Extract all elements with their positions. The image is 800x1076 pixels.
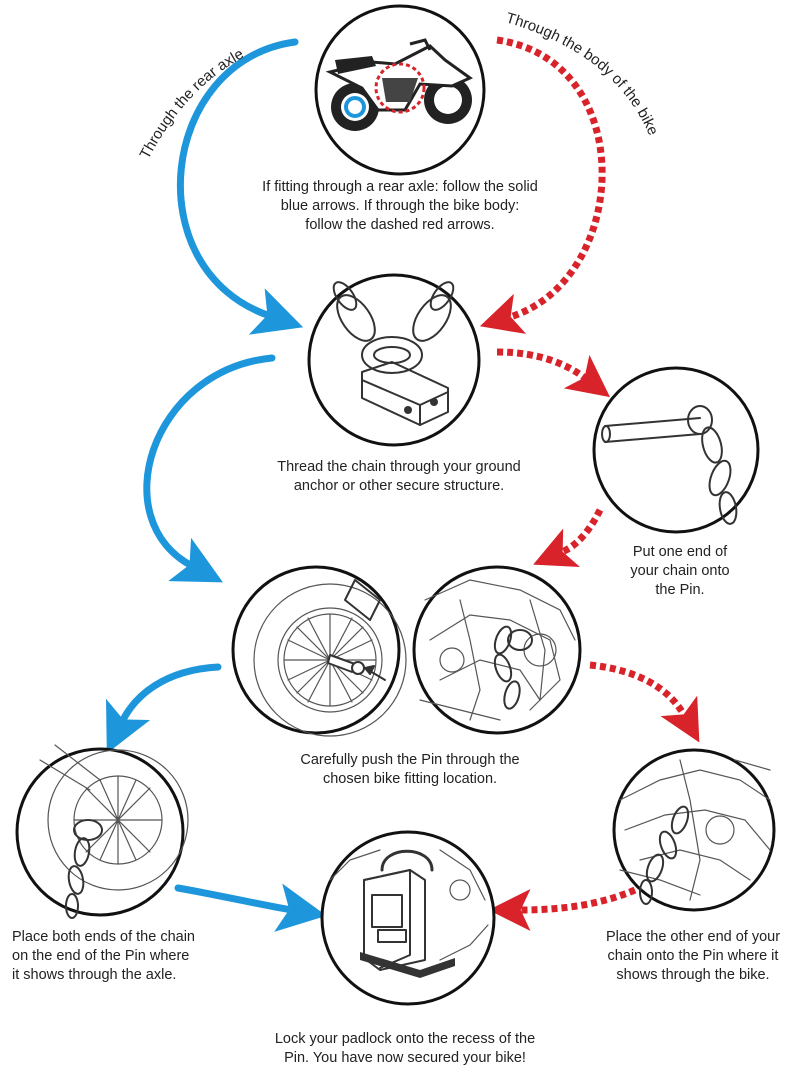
push-pin-caption: Carefully push the Pin through the chose…: [300, 752, 520, 787]
bike-body-label: Through the body of the bike: [504, 10, 662, 138]
pin-illustration: [592, 366, 760, 534]
blue-arrow-wheel-to-axle: [106, 663, 222, 754]
bike-body-marker: [374, 62, 426, 114]
pin-end-caption: Put one end of your chain onto the Pin.: [630, 544, 730, 598]
ground-anchor-illustration: [307, 273, 481, 447]
red-arrow-pin-to-fitting: [533, 508, 604, 568]
red-arrow-anchor-to-pin: [496, 348, 611, 398]
blue-arrow-intro-to-anchor: [177, 38, 304, 335]
blue-arrow-axle-to-lock: [174, 883, 327, 932]
red-arrow-intro-to-anchor: [479, 36, 606, 334]
intro-caption: If fitting through a rear axle: follow t…: [262, 179, 538, 233]
red-arrow-bike-to-lock: [488, 886, 637, 931]
motorcycle-illustration: [314, 4, 486, 176]
thread-chain-caption: Thread the chain through your ground anc…: [277, 459, 521, 494]
red-arrows: [479, 36, 700, 931]
both-ends-caption: Place both ends of the chain on the end …: [12, 929, 195, 983]
bike-other-end-illustration: [612, 748, 776, 912]
blue-arrows: [106, 38, 327, 932]
bike-fitting-illustration: [412, 565, 582, 735]
red-arrow-fitting-to-bike: [589, 661, 700, 743]
lock-padlock-caption: Lock your padlock onto the recess of the…: [274, 1031, 536, 1066]
blue-arrow-anchor-to-wheel: [143, 354, 276, 583]
axle-both-ends-illustration: [15, 744, 189, 919]
wheel-push-pin-illustration: [231, 565, 407, 737]
padlock-illustration: [320, 830, 496, 1006]
other-end-caption: Place the other end of your chain onto t…: [605, 929, 781, 983]
rear-axle-marker: [344, 96, 366, 118]
rear-axle-label: Through the rear axle: [137, 45, 247, 161]
